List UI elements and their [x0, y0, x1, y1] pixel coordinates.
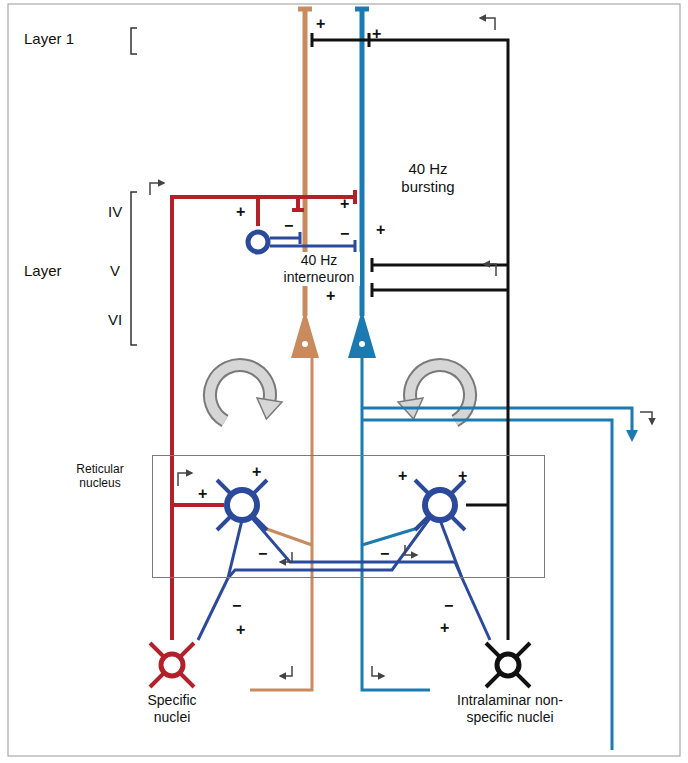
thalamocortical-axon — [372, 258, 508, 272]
direction-arrow — [405, 545, 417, 555]
thalamocortical-axon — [312, 40, 508, 578]
sign-label: − — [284, 218, 293, 234]
axon-connector — [507, 578, 510, 640]
sign-label: + — [440, 620, 449, 636]
direction-arrow — [480, 18, 495, 30]
soma-circle — [497, 654, 519, 676]
thalamocortical-axon — [466, 504, 508, 507]
activity-label: 40 Hz bursting — [392, 160, 464, 196]
reticular-nucleus-box: Reticular nucleus — [152, 455, 545, 578]
axon-connector — [198, 578, 228, 640]
direction-arrow — [178, 473, 192, 486]
direction-arrow — [280, 552, 292, 562]
sign-label: + — [372, 26, 381, 42]
soma-circle — [161, 654, 183, 676]
pyramidal-neuron — [359, 341, 365, 347]
node-label: Intralaminar non-specific nuclei — [440, 692, 580, 726]
sign-label: + — [316, 16, 325, 32]
layer-label: V — [110, 262, 120, 280]
pyramidal-neuron — [362, 420, 612, 750]
pyramidal-neuron — [250, 9, 319, 690]
sign-label: + — [326, 288, 335, 304]
neuron-soma — [147, 640, 197, 690]
thalamic-cell: Intralaminar non-specific nuclei — [435, 640, 585, 728]
loop-arrow — [210, 365, 270, 421]
thalamocortical-axon — [372, 283, 508, 297]
sign-label: − — [380, 546, 389, 562]
layer-label: VI — [108, 311, 122, 329]
direction-arrow — [150, 18, 652, 676]
soma-circle — [248, 232, 268, 252]
node-label: Specific nuclei — [132, 692, 212, 726]
sign-label: − — [258, 546, 267, 562]
thalamocortical-axon — [312, 33, 508, 578]
thalamic-cell: Specific nuclei — [132, 640, 212, 728]
frame — [8, 4, 680, 756]
direction-arrow — [280, 666, 292, 676]
sign-label: − — [444, 598, 453, 614]
sign-label: − — [340, 226, 349, 242]
dendrite — [150, 643, 194, 687]
pyramidal-neuron — [348, 9, 638, 750]
reticular-neuron — [227, 490, 257, 520]
layer-bracket — [131, 192, 137, 345]
dendrite — [486, 643, 530, 687]
sign-label: + — [236, 204, 245, 220]
pyramidal-neuron — [291, 310, 319, 358]
pyramidal-neuron — [362, 528, 418, 545]
direction-arrow — [372, 666, 384, 676]
reticular-neuron — [217, 480, 465, 578]
sign-label: + — [236, 622, 245, 638]
layer-label: IV — [108, 203, 122, 221]
sign-label: − — [232, 598, 241, 614]
sign-label: + — [458, 468, 467, 484]
sign-label: + — [340, 196, 349, 212]
soma-nucleus — [170, 663, 175, 668]
thalamocortical-axon — [172, 503, 224, 507]
axon-connector — [170, 578, 174, 640]
thalamocortical-axon — [312, 33, 369, 47]
thalamocortical-axon — [172, 190, 355, 505]
sign-label: + — [198, 486, 207, 502]
soma-nucleus — [256, 240, 261, 245]
neuron-soma — [242, 226, 274, 258]
loop-arrow — [410, 365, 470, 421]
layer-bracket — [131, 28, 137, 54]
thalamocortical-axon — [292, 197, 304, 210]
pyramidal-neuron — [626, 430, 638, 442]
reticular-neuron — [425, 490, 455, 520]
layer-label: Layer — [24, 262, 62, 280]
direction-arrow — [640, 412, 652, 424]
soma-nucleus — [506, 663, 511, 668]
neuron-soma — [483, 640, 533, 690]
sign-label: + — [398, 468, 407, 484]
direction-arrow — [484, 264, 496, 276]
pyramidal-neuron — [348, 310, 376, 358]
pyramidal-neuron — [302, 341, 308, 347]
loop-arrow — [257, 398, 282, 419]
layer-bracket — [131, 28, 137, 345]
loop-arrow — [210, 365, 270, 421]
loop-arrow — [410, 365, 470, 421]
node-label: 40 Hz interneuron — [278, 252, 360, 286]
reticular-neuron — [228, 518, 430, 578]
direction-arrow — [150, 183, 164, 195]
axon-connector — [462, 578, 490, 640]
axon-connector — [172, 197, 258, 640]
layer-label: Layer 1 — [24, 30, 74, 48]
node-label: Reticular nucleus — [59, 462, 141, 491]
loop-arrow — [210, 365, 470, 421]
sign-label: + — [376, 222, 385, 238]
sign-label: + — [252, 464, 261, 480]
